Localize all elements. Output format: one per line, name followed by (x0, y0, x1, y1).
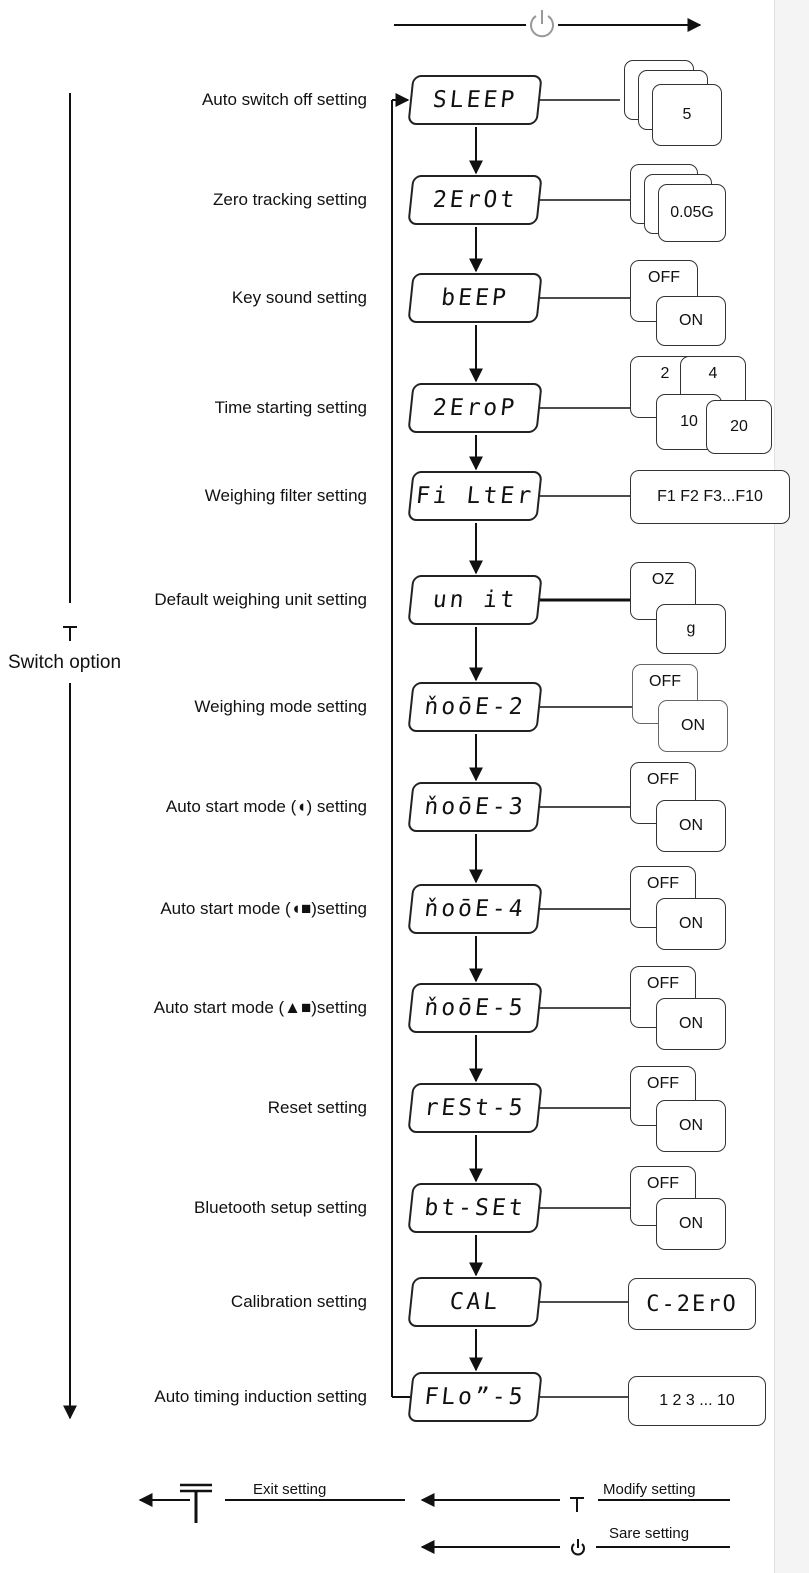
lcd-display-text: ňoōE-4 (423, 896, 527, 922)
option-box: 0.05G (658, 184, 726, 242)
lcd-display: 2EroP (407, 383, 543, 433)
option-box: 20 (706, 400, 772, 454)
lcd-display: CAL (407, 1277, 543, 1327)
lcd-display: FLoˮ-5 (407, 1372, 543, 1422)
right-margin-strip (774, 0, 809, 1573)
setting-label: Auto start mode (▲■)setting (153, 998, 367, 1017)
option-box: 1 2 3 ... 10 (628, 1376, 766, 1426)
lcd-display: un it (407, 575, 543, 625)
setting-label: Reset setting (267, 1098, 367, 1117)
lcd-display-text: SLEEP (431, 87, 519, 113)
lcd-display: bt-SEt (407, 1183, 543, 1233)
option-box: ON (656, 1198, 726, 1250)
lcd-display-text: Fi LtEr (414, 483, 536, 509)
lcd-display: SLEEP (407, 75, 543, 125)
option-box: ON (656, 898, 726, 950)
lcd-display: Fi LtEr (407, 471, 543, 521)
setting-label: Key sound setting (231, 288, 367, 307)
power-icon-save (571, 1539, 585, 1556)
lcd-display: 2ErOt (407, 175, 543, 225)
exit-setting-label: Exit setting (253, 1481, 327, 1498)
lcd-display-text: FLoˮ-5 (423, 1384, 527, 1410)
option-box: ON (656, 998, 726, 1050)
switch-option-label: Switch option (8, 652, 122, 673)
setting-label: Auto start mode (◖) setting (165, 797, 367, 816)
save-setting-label: Sare setting (609, 1525, 690, 1542)
option-box: ON (656, 800, 726, 852)
setting-label: Weighing filter setting (204, 486, 367, 505)
lcd-display: rESt-5 (407, 1083, 543, 1133)
lcd-display: ňoōE-3 (407, 782, 543, 832)
lcd-display-text: bt-SEt (423, 1195, 527, 1221)
lcd-display-text: 2EroP (431, 395, 519, 421)
setting-label: Auto start mode (◖■)setting (160, 899, 367, 918)
option-box: F1 F2 F3...F10 (630, 470, 790, 524)
setting-label: Default weighing unit setting (154, 590, 367, 609)
lcd-display-text: bEEP (439, 285, 511, 311)
option-box: ON (656, 1100, 726, 1152)
lcd-display-text: un it (431, 587, 519, 613)
setting-label: Auto timing induction setting (154, 1387, 367, 1406)
lcd-display-text: CAL (448, 1289, 502, 1315)
lcd-display-text: ňoōE-5 (423, 995, 527, 1021)
option-box: C-2ErO (628, 1278, 756, 1330)
lcd-display-text: rESt-5 (423, 1095, 527, 1121)
lcd-display: ňoōE-4 (407, 884, 543, 934)
modify-setting-label: Modify setting (603, 1481, 696, 1498)
lcd-display: bEEP (407, 273, 543, 323)
lcd-display: ňoōE-2 (407, 682, 543, 732)
setting-label: Calibration setting (230, 1292, 367, 1311)
setting-label: Zero tracking setting (212, 190, 367, 209)
option-box: ON (656, 296, 726, 346)
option-box: g (656, 604, 726, 654)
lcd-display-text: ňoōE-3 (423, 794, 527, 820)
lcd-display: ňoōE-5 (407, 983, 543, 1033)
power-icon-top (530, 10, 554, 38)
setting-label: Bluetooth setup setting (194, 1198, 367, 1217)
setting-label: Auto switch off setting (201, 90, 367, 109)
setting-label: Time starting setting (214, 398, 367, 417)
lcd-display-text: ňoōE-2 (423, 694, 527, 720)
setting-label: Weighing mode setting (194, 697, 367, 716)
option-box: 5 (652, 84, 722, 146)
lcd-display-text: 2ErOt (431, 187, 519, 213)
option-box: ON (658, 700, 728, 752)
